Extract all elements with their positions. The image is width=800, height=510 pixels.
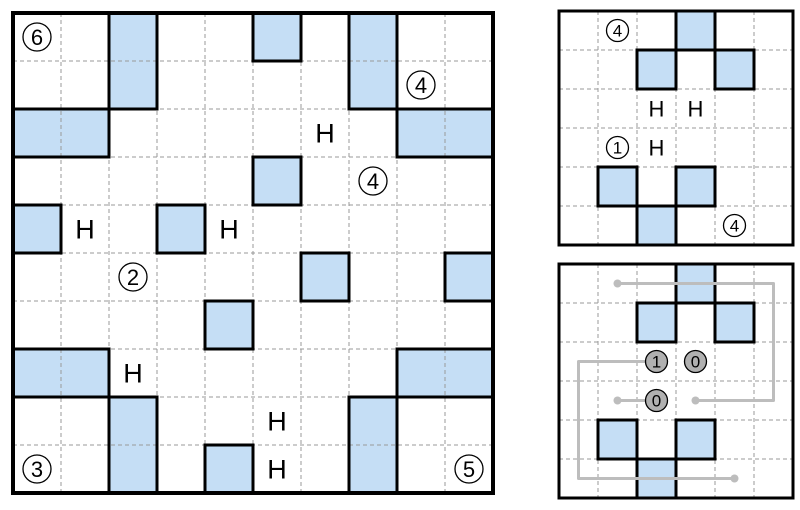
h-mark: H <box>649 96 665 121</box>
shaded-block-outline <box>713 301 756 344</box>
shaded-cell[interactable] <box>637 50 676 89</box>
shaded-block-outline <box>713 48 756 91</box>
shaded-cell[interactable] <box>61 109 109 157</box>
shaded-cell[interactable] <box>676 420 715 459</box>
h-mark: H <box>649 135 665 160</box>
grid-border <box>11 11 495 495</box>
shaded-cell[interactable] <box>109 397 157 445</box>
h-mark: H <box>315 119 335 149</box>
shaded-cell[interactable] <box>157 205 205 253</box>
shaded-block-outline <box>635 301 678 344</box>
shaded-block-outline <box>674 418 717 461</box>
example-clue-circle <box>605 18 630 43</box>
shaded-cell[interactable] <box>205 301 253 349</box>
shaded-block-outline <box>635 48 678 91</box>
shaded-block-outline <box>155 203 207 255</box>
grid-border <box>557 9 795 247</box>
shaded-cell[interactable] <box>13 205 61 253</box>
gray-clue-circle <box>644 388 669 413</box>
gray-clue-number: 0 <box>652 392 661 411</box>
clue-number: 6 <box>31 25 43 50</box>
h-mark: H <box>267 455 287 485</box>
shaded-cell[interactable] <box>253 157 301 205</box>
shaded-cell[interactable] <box>676 11 715 50</box>
solution-path <box>617 282 775 402</box>
example-clue-number: 1 <box>613 139 622 158</box>
path-endpoint <box>613 279 622 288</box>
gray-clue-number: 0 <box>691 353 700 372</box>
example-clue-number: 4 <box>613 22 622 41</box>
shaded-block-outline <box>596 418 639 461</box>
clue-number: 4 <box>367 169 379 194</box>
shaded-cell[interactable] <box>676 167 715 206</box>
example-clue-circle <box>605 135 630 160</box>
clue-number: 2 <box>127 265 139 290</box>
clue-number: 4 <box>415 73 427 98</box>
shaded-block-outline <box>596 165 639 208</box>
shaded-cell[interactable] <box>205 445 253 493</box>
gray-clue-number: 1 <box>652 353 661 372</box>
shaded-cell[interactable] <box>109 13 157 61</box>
shaded-cell[interactable] <box>598 167 637 206</box>
shaded-cell[interactable] <box>253 13 301 61</box>
h-mark: H <box>267 407 287 437</box>
shaded-cell[interactable] <box>397 349 445 397</box>
shaded-cell[interactable] <box>598 420 637 459</box>
shaded-cell[interactable] <box>715 50 754 89</box>
clue-circle <box>118 262 148 292</box>
shaded-cell[interactable] <box>445 109 493 157</box>
shaded-cell[interactable] <box>349 397 397 445</box>
path-endpoint <box>730 474 739 483</box>
example-bottom-grid: 1 0 0 <box>557 262 795 500</box>
shaded-cell[interactable] <box>301 253 349 301</box>
shaded-cell[interactable] <box>349 445 397 493</box>
shaded-cell[interactable] <box>61 349 109 397</box>
shaded-cell[interactable] <box>637 303 676 342</box>
clue-circle <box>406 70 436 100</box>
grid-border <box>557 262 795 500</box>
shaded-cell[interactable] <box>637 206 676 245</box>
clue-circle <box>358 166 388 196</box>
example-clue-number: 4 <box>730 217 739 236</box>
clue-circle <box>22 22 52 52</box>
shaded-block-outline <box>203 299 255 351</box>
gray-clue-circle <box>683 349 708 374</box>
shaded-cell[interactable] <box>109 445 157 493</box>
path-endpoint <box>613 396 622 405</box>
shaded-cell[interactable] <box>445 349 493 397</box>
h-mark: H <box>688 96 704 121</box>
example-clue-circle <box>722 213 747 238</box>
shaded-cell[interactable] <box>13 109 61 157</box>
shaded-block-outline <box>674 165 717 208</box>
clue-circle <box>454 454 484 484</box>
shaded-cell[interactable] <box>349 13 397 61</box>
shaded-cell[interactable] <box>715 303 754 342</box>
shaded-block-outline <box>251 155 303 207</box>
solution-path <box>577 360 735 480</box>
shaded-cell[interactable] <box>445 253 493 301</box>
clue-circle <box>22 454 52 484</box>
shaded-cell[interactable] <box>109 61 157 109</box>
h-mark: H <box>123 359 143 389</box>
shaded-cell[interactable] <box>349 61 397 109</box>
shaded-cell[interactable] <box>13 349 61 397</box>
clue-number: 5 <box>463 457 475 482</box>
shaded-cell[interactable] <box>397 109 445 157</box>
gray-clue-circle <box>644 349 669 374</box>
h-mark: H <box>219 215 239 245</box>
clue-number: 3 <box>31 457 43 482</box>
shaded-block-outline <box>299 251 351 303</box>
path-endpoint <box>691 396 700 405</box>
h-mark: H <box>75 215 95 245</box>
